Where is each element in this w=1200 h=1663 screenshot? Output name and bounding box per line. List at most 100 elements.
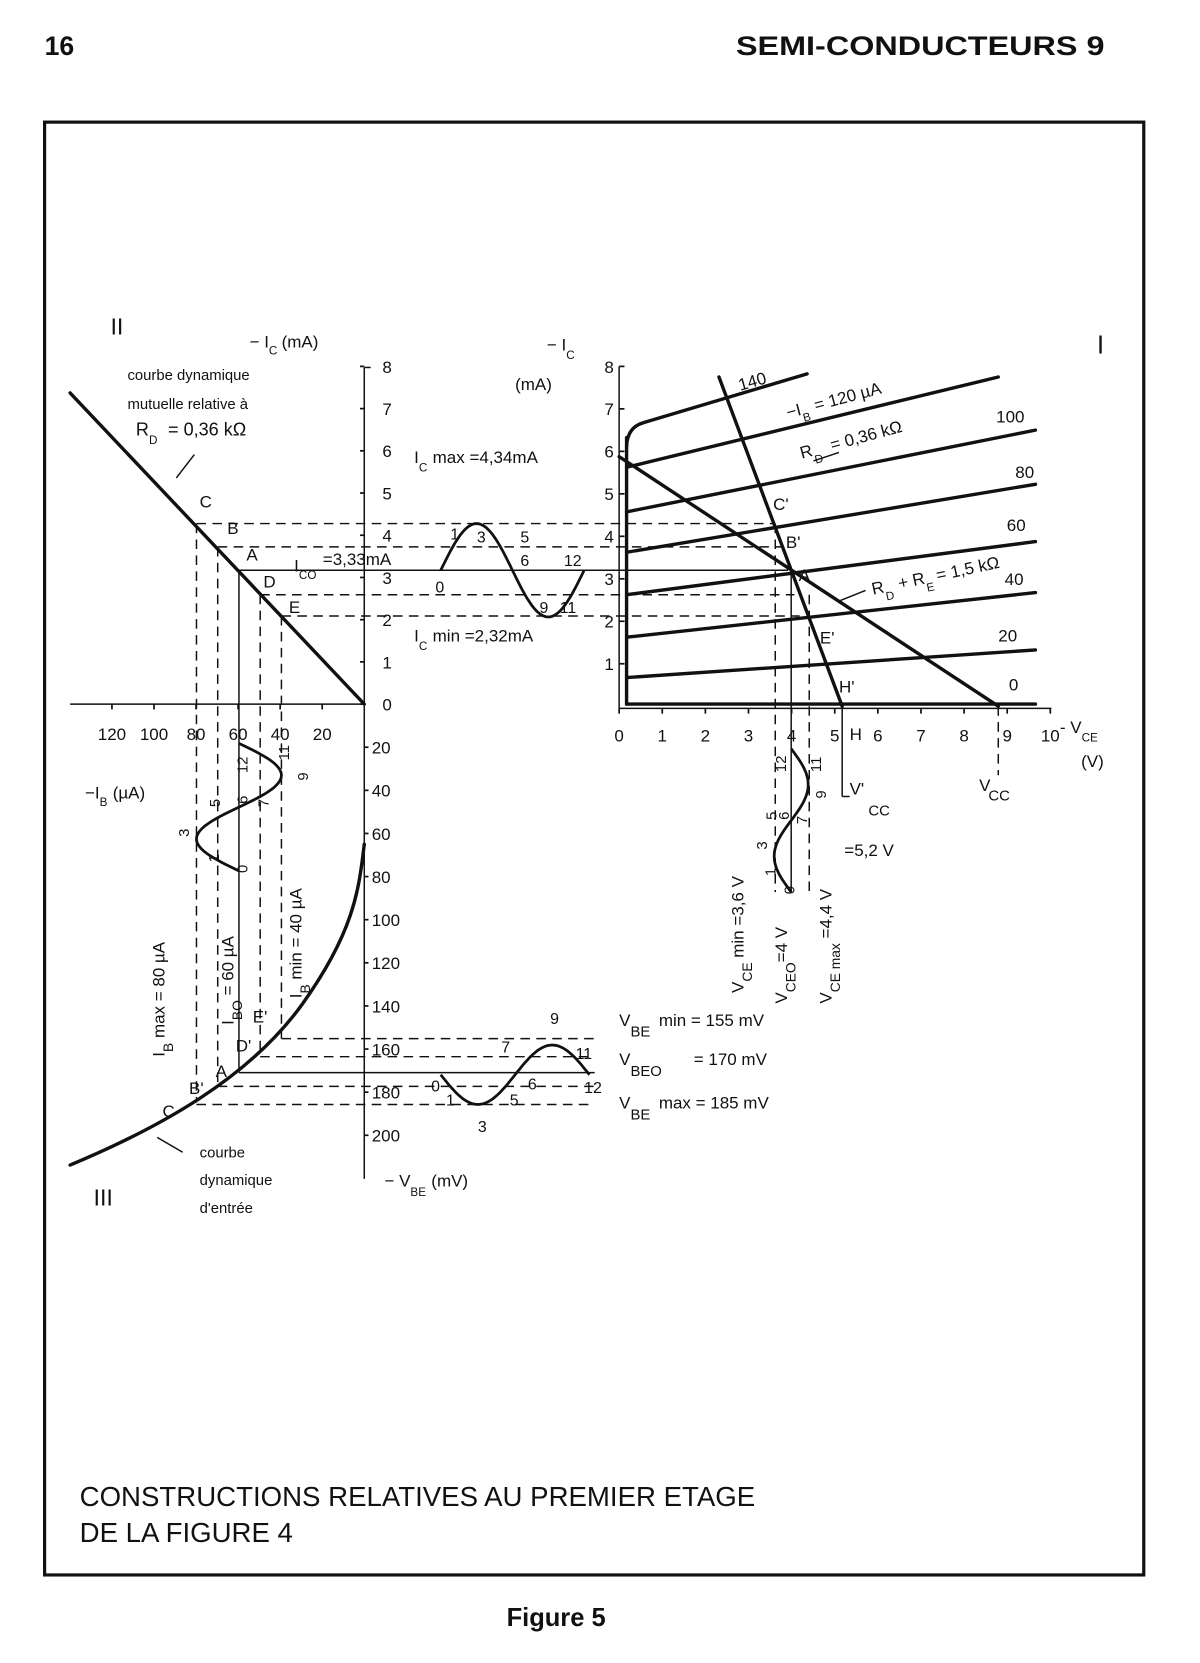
point-a-input: A: [216, 1062, 228, 1081]
ib-sine-label: 1: [207, 854, 223, 862]
ic-sine-label: 11: [560, 600, 577, 617]
vbe-sine-label: 1: [446, 1093, 455, 1110]
vce-sine-wave: [772, 747, 810, 893]
point-a-q1: A: [799, 566, 811, 585]
figure-frame: [43, 120, 1146, 1577]
vbe-sine-label: 5: [510, 1093, 519, 1110]
ic-sine-wave: [439, 522, 586, 619]
vbe-tick-label: 140: [372, 997, 400, 1016]
q2-point-labels: C B A D E: [200, 493, 301, 617]
vbe-tick-label: 80: [372, 868, 391, 887]
figure-label: Figure 5: [507, 1604, 606, 1632]
input-dynamic-curve: [68, 842, 366, 1167]
vce-tick-label: 1: [658, 726, 667, 745]
load-line-rd: [717, 375, 844, 708]
point-e-prime-input: E': [253, 1008, 268, 1027]
vbeo-label: VBEO= 170 mV: [619, 1050, 767, 1080]
curve-label: 100: [996, 408, 1024, 427]
q2-rd-label: RD= 0,36 kΩ: [136, 419, 246, 446]
q2-ic-tick-label: 1: [382, 653, 391, 672]
q1-ic-axis-title: − IC: [547, 335, 575, 361]
ic-sine-label: 9: [539, 600, 548, 617]
output-characteristics: [617, 372, 1038, 708]
ib-sine-label: 6: [235, 796, 251, 804]
ib-sine-label: 0: [235, 865, 251, 873]
vce-min-label: VCE min =3,6 V: [728, 875, 754, 993]
curve-label: 0: [1009, 675, 1018, 694]
ib-tick-label: 100: [140, 725, 168, 744]
curve-ib-20: [624, 648, 1038, 680]
rd-arrow: [813, 451, 840, 462]
q2-ic-tick-label: 8: [382, 358, 391, 377]
vbe-tick-label: 40: [372, 782, 391, 801]
ic-sine-label: 1: [450, 526, 459, 543]
load-line-rd-re: [617, 454, 1000, 708]
q1-ic-tick-label: 4: [604, 528, 613, 547]
q3-note-line2: dynamique: [200, 1173, 273, 1189]
q2-ic-tick-label: 0: [382, 695, 391, 714]
q2-ic-tick-label: 2: [382, 611, 391, 630]
q1-ic-tick-label: 5: [604, 485, 613, 504]
curve-label: 40: [1005, 570, 1024, 589]
q1-point-labels: C' B' A E' H': [773, 495, 854, 697]
q2-note-arrow: [175, 454, 195, 479]
quadrant-label-ii: II: [110, 314, 123, 340]
ib-tick-label: 80: [187, 725, 206, 744]
q3-point-labels: C B' A D' E': [162, 1008, 267, 1122]
q2-ic-tick-label: 6: [382, 442, 391, 461]
vbe-tick-label: 120: [372, 954, 400, 973]
running-title: SEMI-CONDUCTEURS 9: [736, 31, 1105, 61]
ib-min-label: IB min = 40 µA: [287, 888, 313, 999]
ib-sine-label: 5: [208, 799, 224, 807]
curve-ib-80: [624, 482, 1038, 554]
vce-tick-label: 3: [744, 726, 753, 745]
vce-tick-label: 8: [959, 726, 968, 745]
vbe-sine-label: 3: [478, 1119, 487, 1136]
point-b-prime: B': [786, 533, 801, 552]
ib-sine-label: 3: [177, 829, 193, 837]
vcc-prime-label: V'CC: [850, 779, 891, 819]
point-c: C: [200, 493, 212, 512]
q2-ic-tick-label: 4: [382, 527, 391, 546]
vce-tick-label: 10: [1041, 726, 1060, 745]
curve-ib-140: [624, 372, 809, 448]
vbe-sine-label: 7: [501, 1039, 510, 1056]
rd-re-arrow: [838, 589, 866, 602]
ib-tick-label: 60: [229, 725, 248, 744]
page-number: 16: [45, 31, 75, 61]
curve-label: 140: [736, 369, 768, 395]
ibo-label: IBO = 60 µA: [219, 935, 245, 1024]
vce-sine-label: 7: [795, 816, 811, 824]
vce-sine-label: 6: [777, 812, 793, 820]
vbe-tick-label: 180: [372, 1084, 400, 1103]
ib-sine-wave: [195, 742, 283, 873]
vce-sine-label: 12: [774, 756, 790, 773]
vceo-label: VCEO=4 V: [772, 926, 798, 1003]
vce-axis-unit: (V): [1081, 752, 1104, 771]
vce-sine-label: 0: [782, 886, 798, 894]
point-c-prime: C': [773, 495, 789, 514]
ic-min-label: ICmin =2,32mA: [414, 626, 534, 652]
ic-sine-label: 0: [435, 580, 444, 597]
ib-tick-label: 40: [271, 725, 290, 744]
vce-axis-title: - VCE: [1060, 718, 1098, 744]
ic-sine-label: 3: [477, 530, 486, 547]
vce-sine-label: 5: [764, 812, 780, 820]
q1-ic-axis-unit: (mA): [515, 375, 552, 394]
vbe-sine-label: 0: [431, 1079, 440, 1096]
point-b-prime-input: B': [189, 1079, 204, 1098]
q2-ic-tick-label: 3: [382, 569, 391, 588]
q2-ic-tick-label: 7: [382, 400, 391, 419]
q1-ic-tick-label: 8: [604, 358, 613, 377]
q3-note-arrow: [156, 1136, 184, 1153]
vbe-sine-labels: 0 1 3 5 6 7 9 11 12: [431, 1011, 602, 1136]
q1-ic-tick-label: 7: [604, 400, 613, 419]
vce-tick-label: 5: [830, 726, 839, 745]
ico-label: ICO=3,33mA: [294, 550, 392, 582]
vbe-sine-label: 11: [576, 1046, 593, 1063]
ib-120-label: −IB= 120 µA: [784, 378, 886, 428]
curve-ib-60: [624, 539, 1038, 597]
point-b: B: [227, 519, 238, 538]
